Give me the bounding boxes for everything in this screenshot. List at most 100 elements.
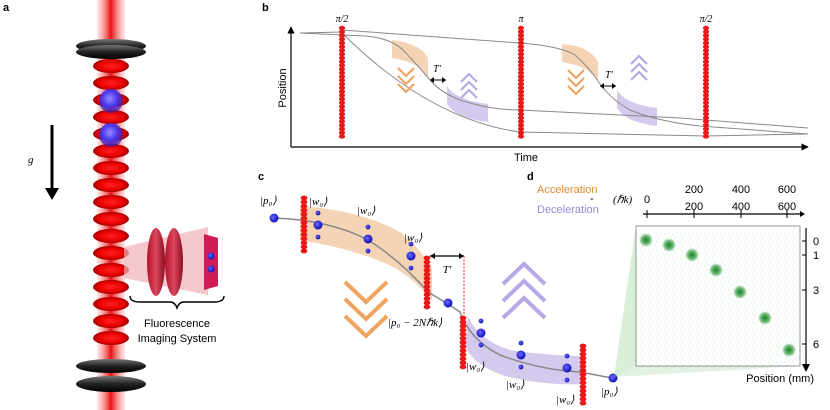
pulse-segment: [338, 108, 346, 113]
atom-spot: [758, 311, 772, 325]
pulse-segment: [702, 55, 710, 61]
pulse-segment: [338, 29, 346, 34]
pulse-segment: [300, 236, 308, 242]
pulse-segment: [517, 96, 525, 102]
panel-b-trajectory-diagram: Position Time T′ T′ π/2: [277, 14, 809, 164]
pulse-segment: [338, 44, 346, 49]
pulse-segment: [338, 93, 346, 98]
pulse-segment: [459, 319, 467, 325]
pulse-segment: [702, 33, 710, 38]
pulse-segment: [517, 81, 525, 87]
atom-spot: [733, 285, 747, 299]
pulse-segment: [423, 271, 431, 277]
pulse-segment: [702, 134, 710, 139]
pulse-segment: [423, 267, 431, 273]
pulse-segment: [300, 244, 308, 250]
pulse-segment: [517, 59, 525, 64]
pulse-segment: [579, 380, 587, 386]
pulse-segment: [702, 115, 710, 120]
pulse-segment: [579, 343, 587, 349]
pulse-segment: [338, 37, 346, 42]
pulse-segment: [579, 347, 587, 353]
lattice-site: [93, 297, 129, 311]
pulse-segment: [702, 104, 710, 109]
laser-pulses: [338, 25, 710, 139]
pulse-segment: [338, 96, 346, 102]
pulse-segment: [459, 327, 467, 333]
atom: [478, 318, 484, 324]
pulse-segment: [579, 384, 587, 390]
pulse-segment: [338, 63, 346, 68]
pulse-segment: [517, 55, 525, 61]
atom: [269, 213, 279, 223]
lattice-site: [93, 263, 129, 277]
pulse-segment: [517, 51, 525, 57]
pulse-segment: [338, 81, 346, 87]
pulse-segment: [338, 33, 346, 38]
pulse-segment: [338, 40, 346, 46]
lattice-site: [93, 161, 129, 175]
pulse-segment: [517, 33, 525, 38]
pulse-segment: [702, 126, 710, 132]
pulse-segment: [338, 123, 346, 128]
pulse-segment: [579, 359, 587, 365]
pulse-segment: [702, 25, 710, 31]
pulse-segment: [702, 96, 710, 102]
atom-spot: [662, 238, 676, 252]
pulse-segment: [517, 119, 525, 124]
panel-c-momentum-diagram: T′ |p₀⟩ |w₀⟩ |w₀⟩ |w₀⟩ |p₀ − 2Nℏk⟩ |w₀⟩ …: [260, 195, 618, 406]
imaging-lens: [147, 228, 165, 296]
acceleration-band: [300, 206, 432, 300]
pulse-segment: [702, 40, 710, 46]
pulse-segment: [579, 372, 587, 377]
pulse-segment: [423, 259, 431, 265]
pulse-segment: [338, 51, 346, 57]
atom: [476, 328, 486, 338]
trajectory-lower-arm: [341, 32, 809, 137]
pulse-segment: [517, 29, 525, 34]
pulse-segment: [300, 224, 308, 229]
pulse-segment: [517, 130, 525, 135]
panel-label-c: c: [258, 171, 264, 183]
lattice-site: [93, 246, 129, 260]
pulse-segment: [579, 351, 587, 357]
atom: [408, 241, 414, 247]
pulse-segment: [338, 59, 346, 64]
pos-tick: 0: [813, 236, 819, 248]
pulse-segment: [423, 296, 431, 302]
pulse-segment: [459, 360, 467, 366]
pulse-label-pi-half: π/2: [336, 14, 349, 25]
deceleration-chevrons: [501, 261, 547, 320]
pulse-segment: [459, 340, 467, 345]
pulse-segment: [702, 78, 710, 83]
pulse-segment: [423, 292, 431, 298]
pulse-segment: [423, 284, 431, 289]
pulse-segment: [702, 93, 710, 98]
acceleration-band: [562, 44, 598, 82]
dec-tick: 200: [685, 201, 703, 213]
atom: [478, 342, 484, 348]
pulse-segment: [702, 111, 710, 117]
acc-tick: 400: [732, 184, 750, 196]
atom: [608, 373, 618, 383]
pulse-segment: [423, 263, 431, 269]
pulse-segment: [702, 51, 710, 57]
imaging-brace: [129, 295, 225, 311]
y-axis-label: Position: [277, 68, 289, 107]
pulse-segment: [517, 100, 525, 106]
atom: [516, 350, 526, 360]
pulse-segment: [702, 119, 710, 124]
pulse-segment: [517, 44, 525, 49]
pulse-segment: [459, 356, 467, 362]
atom-wavepackets: [269, 210, 618, 383]
pulse-segment: [423, 300, 431, 306]
pulse-segment: [702, 81, 710, 87]
state-p0-start: |p₀⟩: [260, 195, 277, 207]
pulse-segment: [517, 85, 525, 91]
pulse-segment: [702, 100, 710, 106]
lattice-site: [93, 144, 129, 158]
pulse-segment: [517, 25, 525, 31]
pulse-segment: [459, 315, 467, 321]
atom-spot: [782, 343, 796, 357]
